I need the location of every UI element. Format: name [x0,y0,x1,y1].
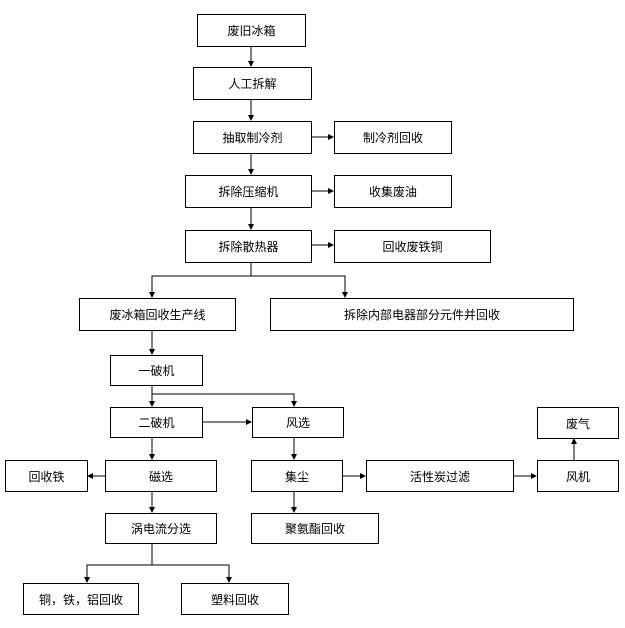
node-secondary-crusher: 二破机 [110,407,203,438]
branch-line [84,543,153,583]
node-remove-electrical: 拆除内部电器部分元件并回收 [270,298,574,331]
branch-line [152,393,297,407]
node-recover-iron-copper: 回收废铁铜 [334,230,491,263]
node-refrigerant-recovery: 制冷剂回收 [334,121,452,154]
branch-line [152,564,232,583]
node-remove-compressor: 拆除压缩机 [185,175,312,208]
node-dust-collection: 集尘 [251,460,343,492]
node-metal-recovery: 铜，铁，铝回收 [23,583,139,615]
branch-line [149,262,252,298]
node-recover-iron: 回收铁 [5,460,88,492]
node-magnetic-separation: 磁选 [105,460,217,492]
node-fan: 风机 [537,460,619,492]
node-exhaust-gas: 废气 [537,407,619,439]
branch-line [251,275,348,298]
node-extract-refrigerant: 抽取制冷剂 [193,121,312,154]
node-air-separation: 风选 [252,407,344,438]
node-recycling-line: 废冰箱回收生产线 [79,298,236,331]
node-plastic-recovery: 塑料回收 [181,583,289,615]
node-eddy-current: 涡电流分选 [105,513,217,544]
node-waste-fridge: 废旧冰箱 [197,14,306,47]
node-activated-carbon: 活性炭过滤 [366,460,514,492]
node-primary-crusher: 一破机 [110,355,203,386]
node-collect-oil: 收集废油 [334,175,452,208]
node-remove-radiator: 拆除散热器 [185,230,312,263]
node-manual-dismantle: 人工拆解 [193,67,312,100]
node-pu-recovery: 聚氨酯回收 [251,513,379,544]
